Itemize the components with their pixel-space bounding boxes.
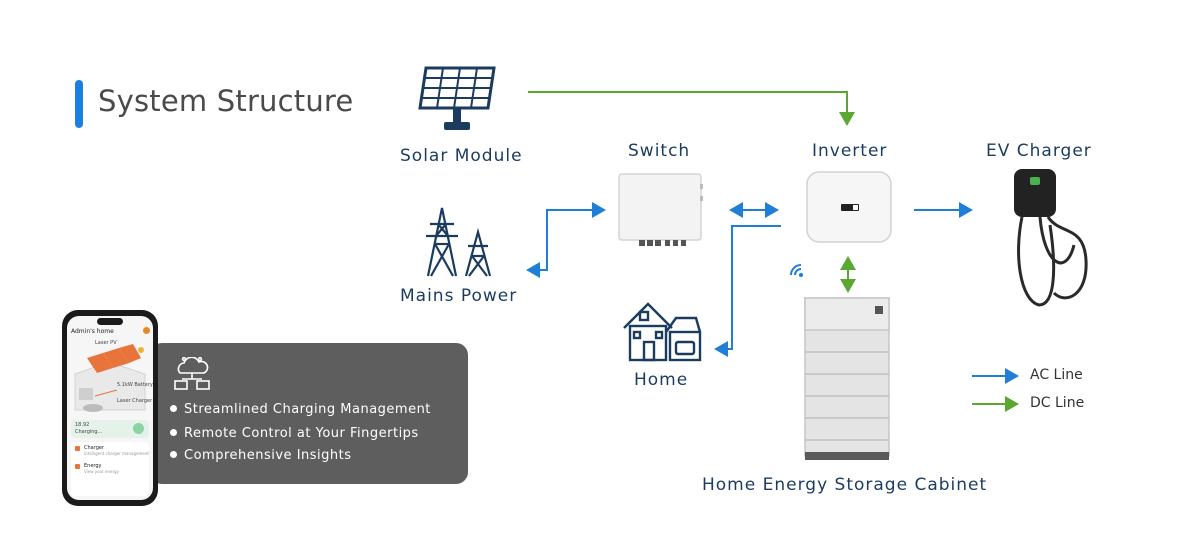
phone-screen: Admin's home Laser PV 5.1kW Battery Lase… <box>67 316 153 500</box>
energy-icon <box>75 464 80 469</box>
bullet-dot <box>170 451 177 458</box>
phone-battery-label: 5.1kW Battery <box>117 382 153 388</box>
phone-notch <box>97 318 123 325</box>
charging-bolt-icon <box>133 423 144 434</box>
page-title: System Structure <box>98 84 354 118</box>
feature-item: Comprehensive Insights <box>170 448 352 463</box>
charger-icon <box>75 446 80 451</box>
feature-item: Streamlined Charging Management <box>170 402 431 417</box>
switch-box-icon <box>618 173 703 246</box>
feature-text: Remote Control at Your Fingertips <box>184 426 419 441</box>
energy-storage-cabinet-icon <box>804 297 890 460</box>
menu-item-title[interactable]: Charger <box>84 445 104 451</box>
legend-ac-label: AC Line <box>1030 367 1083 383</box>
status-value: 18.92 <box>75 422 90 428</box>
title-accent-bar <box>75 80 83 128</box>
solar-module-label: Solar Module <box>400 146 523 166</box>
phone-charger-label: Laser Charger <box>117 398 153 404</box>
phone-mockup: Admin's home Laser PV 5.1kW Battery Lase… <box>62 310 158 506</box>
mains-power-label: Mains Power <box>400 286 518 306</box>
storage-cabinet-label: Home Energy Storage Cabinet <box>702 475 988 495</box>
bullet-dot <box>170 429 177 436</box>
house-illustration <box>74 344 146 412</box>
ac-line-inverter-home <box>714 225 781 357</box>
cloud-network-icon <box>174 357 210 390</box>
home-icon <box>623 302 702 362</box>
wifi-signal-icon <box>790 264 803 277</box>
phone-menu: Charger Intelligent charger management E… <box>71 442 149 496</box>
menu-item-title[interactable]: Energy <box>84 463 102 469</box>
feature-text: Comprehensive Insights <box>184 448 352 463</box>
ev-charger-label: EV Charger <box>986 141 1092 161</box>
dc-line-solar-inverter <box>528 91 855 126</box>
menu-item-sub: Intelligent charger management <box>84 451 149 456</box>
home-label: Home <box>634 370 689 390</box>
inverter-icon <box>806 171 892 243</box>
ac-line-mains-switch <box>526 202 606 278</box>
avatar <box>143 327 150 334</box>
phone-solar-label: Laser PV <box>95 340 117 346</box>
feature-text: Streamlined Charging Management <box>184 402 431 417</box>
status-label: Charging... <box>75 429 103 435</box>
ev-charger-icon <box>1014 169 1088 307</box>
bullet-dot <box>170 405 177 412</box>
feature-item: Remote Control at Your Fingertips <box>170 426 419 441</box>
legend-dc-label: DC Line <box>1030 395 1085 411</box>
power-tower-icon <box>426 207 492 277</box>
feature-panel: Streamlined Charging Management Remote C… <box>150 343 468 484</box>
charging-status-card[interactable]: 18.92 Charging... <box>71 420 149 438</box>
solar-panel-icon <box>418 66 496 130</box>
inverter-label: Inverter <box>812 141 888 161</box>
phone-header: Admin's home <box>71 328 114 335</box>
switch-label: Switch <box>628 141 691 161</box>
menu-item-sub: View your energy <box>84 469 119 474</box>
